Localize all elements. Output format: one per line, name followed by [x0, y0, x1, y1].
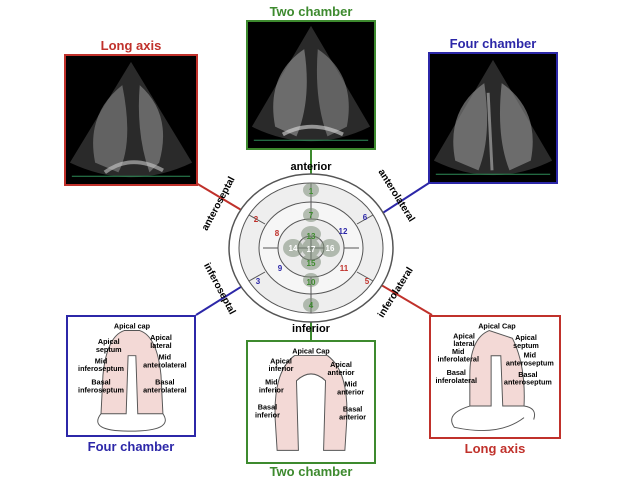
segment-number-11: 11 — [340, 264, 349, 273]
segment-number-2: 2 — [254, 215, 259, 224]
title-long-axis-sketch: Long axis — [464, 441, 526, 456]
segment-number-10: 10 — [307, 278, 316, 287]
sk4-mid-inferoseptum-2: inferoseptum — [78, 364, 124, 373]
sk2-mid-anterior-1: Mid — [344, 380, 356, 389]
sk2-mid-inferior-1: Mid — [265, 378, 277, 387]
sk2-mid-anterior-2: anterior — [337, 387, 364, 396]
echo-image-four-chamber — [428, 52, 558, 184]
skla-apical-cap: Apical Cap — [478, 322, 516, 331]
echo-image-two-chamber — [246, 20, 376, 150]
sketch-two-chamber: Apical Cap Apical inferior Apical anteri… — [246, 340, 376, 464]
segment-number-16: 16 — [326, 244, 335, 253]
wall-label-anterior: anterior — [291, 161, 333, 173]
sk2-apical-cap: Apical Cap — [292, 347, 330, 356]
sk2-apical-inferior-2: inferior — [269, 364, 294, 373]
title-four-chamber-sketch: Four chamber — [87, 439, 175, 454]
skla-apical-lateral-1: Apical — [453, 331, 475, 340]
skla-mid-inferolateral-1: Mid — [452, 347, 464, 356]
skla-basal-inferolateral-2: inferolateral — [436, 376, 478, 385]
segment-number-5: 5 — [365, 277, 370, 286]
segment-number-17: 17 — [307, 245, 316, 254]
ultrasound-sector — [251, 25, 371, 142]
echo-image-long-axis — [64, 54, 198, 186]
sk4-apical-cap: Apical cap — [114, 322, 151, 331]
segment-number-12: 12 — [339, 227, 348, 236]
skla-apical-lateral-2: lateral — [453, 339, 474, 348]
sk2-apical-anterior-1: Apical — [330, 360, 352, 369]
sk4-mid-anterolateral-2: anterolateral — [143, 360, 187, 369]
heart-sketch-long-axis: Apical Cap Apical lateral Apical septum … — [436, 322, 554, 432]
sk2-basal-anterior-2: anterior — [339, 412, 366, 421]
sk2-mid-inferior-2: inferior — [259, 385, 284, 394]
sk4-basal-inferoseptum-2: inferoseptum — [78, 385, 124, 394]
sk4-basal-inferoseptum-1: Basal — [91, 378, 110, 387]
title-long-axis-echo: Long axis — [100, 38, 162, 53]
sk2-apical-anterior-2: anterior — [328, 368, 355, 377]
skla-apical-septum-1: Apical — [515, 333, 537, 342]
heart-sketch-two-chamber: Apical Cap Apical inferior Apical anteri… — [255, 347, 366, 451]
sk4-apical-lateral-1: Apical — [150, 333, 172, 342]
sk4-mid-inferoseptum-1: Mid — [95, 356, 107, 365]
sk4-mid-anterolateral-1: Mid — [159, 353, 171, 362]
sk2-basal-inferior-2: inferior — [255, 410, 280, 419]
ultrasound-sector — [69, 61, 193, 178]
skla-mid-anteroseptum-1: Mid — [524, 351, 536, 360]
sk2-basal-anterior-1: Basal — [343, 405, 362, 414]
segment-number-14: 14 — [289, 244, 298, 253]
sketch-long-axis: Apical Cap Apical lateral Apical septum … — [429, 315, 561, 439]
segment-number-8: 8 — [275, 229, 280, 238]
segment-number-13: 13 — [307, 232, 316, 241]
segment-number-1: 1 — [309, 187, 314, 196]
title-four-chamber-echo: Four chamber — [449, 36, 537, 51]
sk4-apical-septum-2: septum — [96, 345, 122, 354]
connector-four-chamber-top — [374, 182, 430, 219]
title-two-chamber-echo: Two chamber — [269, 4, 353, 19]
skla-apical-septum-2: septum — [513, 341, 539, 350]
skla-mid-anteroseptum-2: anteroseptum — [506, 358, 554, 367]
sk2-basal-inferior-1: Basal — [258, 403, 277, 412]
skla-basal-anteroseptum-1: Basal — [518, 370, 537, 379]
skla-basal-inferolateral-1: Basal — [447, 368, 466, 377]
sk2-apical-inferior-1: Apical — [270, 356, 292, 365]
bullseye-shading — [283, 183, 340, 312]
sk4-apical-septum-1: Apical — [98, 337, 120, 346]
wall-label-inferior: inferior — [292, 323, 331, 335]
segment-number-7: 7 — [309, 211, 314, 220]
segment-number-4: 4 — [309, 301, 314, 310]
skla-mid-inferolateral-2: inferolateral — [437, 355, 479, 364]
ultrasound-sector — [433, 59, 553, 176]
sk4-basal-anterolateral-1: Basal — [155, 378, 174, 387]
segment-number-9: 9 — [278, 264, 283, 273]
segment-number-15: 15 — [307, 259, 316, 268]
sketch-four-chamber: Apical cap Apical septum Apical lateral … — [66, 315, 196, 437]
heart-sketch-four-chamber: Apical cap Apical septum Apical lateral … — [78, 322, 187, 432]
sk4-basal-anterolateral-2: anterolateral — [143, 385, 187, 394]
segment-number-6: 6 — [363, 213, 368, 222]
title-two-chamber-sketch: Two chamber — [269, 464, 353, 479]
sk4-apical-lateral-2: lateral — [150, 341, 171, 350]
segment-number-3: 3 — [256, 277, 261, 286]
skla-basal-anteroseptum-2: anteroseptum — [504, 378, 552, 387]
